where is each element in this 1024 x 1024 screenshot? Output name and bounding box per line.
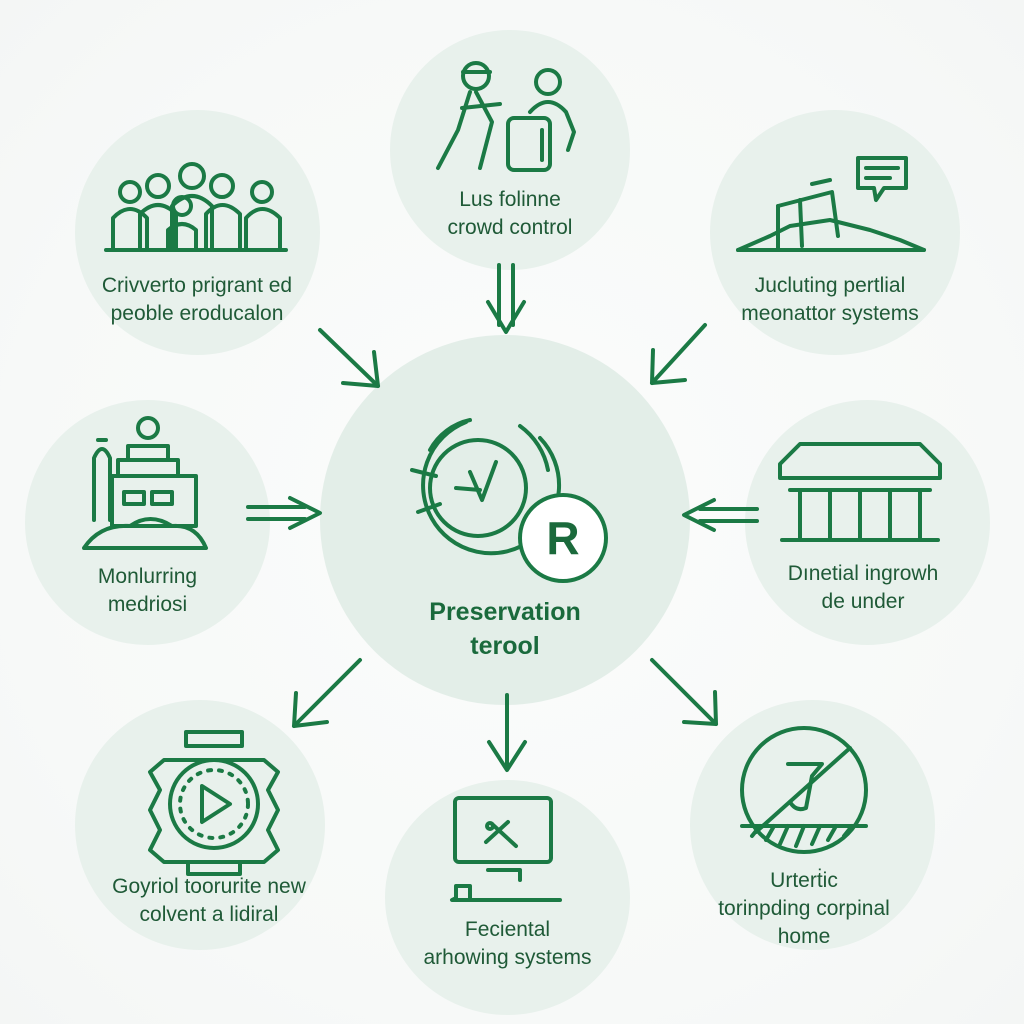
label-crowd-control-line2: crowd control (447, 216, 573, 239)
label-people-education-line2: peoble eroducalon (110, 302, 284, 325)
label-crowd-control: Lus folinne crowd control (400, 186, 620, 242)
label-monitoring-line1: Monlurring (97, 565, 198, 588)
arrow-upper-right (650, 323, 707, 385)
label-monitoring: Monlurring medriosi (40, 563, 255, 619)
group-people-icon (104, 162, 288, 252)
label-tour-content-line1: Goyriol toorurite new (112, 875, 306, 898)
terrain-speech-icon (736, 156, 926, 252)
label-digital-growth-line1: Dınetial ingrowh (787, 562, 939, 585)
registered-badge-letter: R (546, 512, 579, 564)
gear-play-icon (148, 730, 280, 876)
label-monitor-systems-line2: meonattor systems (741, 302, 919, 325)
label-digital-growth: Dınetial ingrowh de under (748, 560, 978, 616)
arrow-lower-left (292, 658, 362, 728)
center-title: Preservation terool (380, 595, 630, 663)
label-tour-content: Goyriol toorurite new colvent a lidiral (64, 873, 354, 929)
historic-building-icon (82, 416, 208, 550)
center-title-line1: Preservation (429, 598, 581, 626)
registered-badge-icon (518, 493, 608, 583)
people-moving-icon (436, 61, 576, 172)
node-circle-monitor-systems (710, 110, 960, 355)
label-monitoring-line2: medriosi (107, 593, 188, 616)
center-title-line2: terool (470, 632, 540, 660)
label-monitor-systems-line1: Jucluting pertlial (754, 274, 906, 297)
preservation-dial-icon (410, 418, 562, 556)
label-corporal-home-line3: home (777, 925, 831, 948)
label-corporal-home-line2: torinpding corpinal (718, 897, 890, 920)
node-circle-archiving (385, 780, 630, 1015)
label-crowd-control-line1: Lus folinne (459, 188, 561, 211)
label-archiving: Feciental arhowing systems (385, 916, 630, 972)
arrow-right (682, 498, 759, 532)
label-corporal-home: Urterṫic torinpding corpinal home (684, 867, 924, 951)
label-monitor-systems: Jucluting pertlial meonattor systems (700, 272, 960, 328)
label-archiving-line1: Feciental (464, 918, 551, 941)
node-circle-digital-growth (745, 400, 990, 645)
arrow-bottom (487, 693, 527, 772)
label-corporal-home-line1: Urterṫic (770, 869, 838, 892)
arrow-top (486, 263, 526, 334)
center-circle (320, 335, 690, 705)
node-circle-tour-content (75, 700, 325, 950)
label-archiving-line2: arhowing systems (423, 946, 592, 969)
label-people-education: Crivverto prigrant ed peoble eroducalon (62, 272, 332, 328)
label-digital-growth-line2: de under (821, 590, 905, 613)
no-access-icon (740, 726, 868, 854)
label-tour-content-line2: colvent a lidiral (139, 903, 279, 926)
arrow-left (246, 496, 322, 530)
node-circle-monitoring (25, 400, 270, 645)
label-people-education-line1: Crivverto prigrant ed (101, 274, 293, 297)
temple-columns-icon (778, 442, 942, 542)
computer-tools-icon (450, 796, 562, 902)
arrow-lower-right (650, 658, 718, 726)
arrow-upper-left (318, 328, 380, 388)
